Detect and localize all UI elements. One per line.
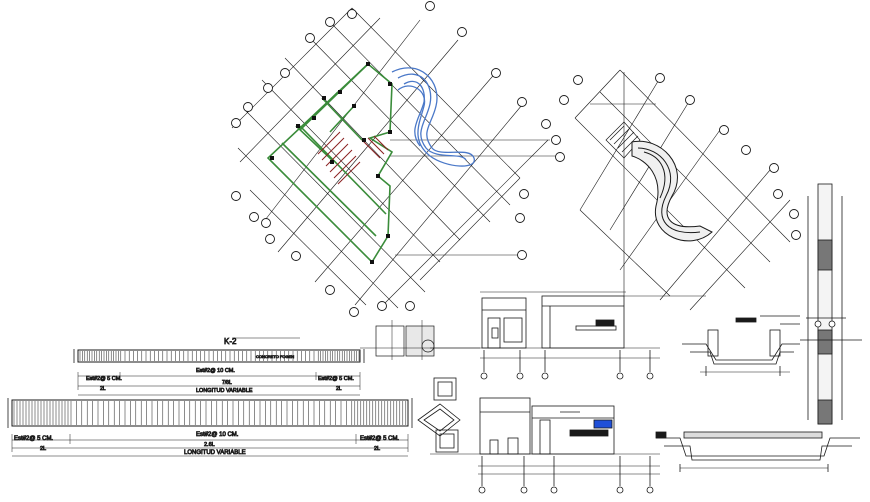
plan-left-grid <box>231 7 556 309</box>
beam-long-right-stirrup: Est#2@ 5 CM. <box>360 436 399 442</box>
beam-short-left-stirrup: Est#2@ 5 CM. <box>86 376 122 382</box>
plan-left-grid-bubbles <box>231 1 565 317</box>
plan-left-columns <box>270 62 392 264</box>
beam-short-center-stirrup: Est#2@ 10 CM. <box>196 368 235 374</box>
floor-plan-left <box>231 1 565 317</box>
beam-short-title: K-2 <box>224 337 237 346</box>
plan-right-grid-bubbles <box>559 73 801 240</box>
beam-detail-short <box>73 337 365 396</box>
beam-long-right-dim: 2L <box>374 446 380 452</box>
beam-detail-long <box>7 398 413 457</box>
foundation-section-top <box>682 315 800 376</box>
wall-section-vertical <box>800 183 862 425</box>
beam-long-center-stirrup: Est#2@ 10 CM. <box>196 432 239 438</box>
section-top <box>430 291 660 380</box>
beam-long-stirrups <box>13 401 407 425</box>
plan-left-stairs <box>317 131 389 185</box>
plan-left-pool <box>391 67 475 167</box>
plan-right-grid <box>574 69 791 311</box>
beam-short-center-dim: 7/8L <box>222 380 232 386</box>
plan-left-structure-green <box>266 62 394 264</box>
foundation-section-bottom <box>655 431 860 472</box>
section-bottom <box>430 397 660 494</box>
beam-short-length-label: LONGITUD VARIABLE <box>196 388 253 394</box>
beam-long-body <box>11 399 409 427</box>
beam-long-length-label: LONGITUD VARIABLE <box>184 450 246 456</box>
footing-plans <box>417 377 461 453</box>
beam-short-right-stirrup: Est#2@ 5 CM. <box>318 376 354 382</box>
beam-short-center-tag: CONCRETO FOGEN <box>256 354 294 359</box>
beam-long-center-dim: 2.6L <box>204 442 215 448</box>
beam-short-right-dim: 2L <box>336 386 342 392</box>
floor-plan-right <box>559 69 801 311</box>
beam-long-left-stirrup: Est#2@ 5 CM. <box>14 436 53 442</box>
column-sections <box>360 320 480 360</box>
plan-right-hatched-corner <box>605 121 641 159</box>
beam-short-left-dim: 2L <box>100 386 106 392</box>
plan-right-serpentine-path <box>631 140 713 242</box>
beam-long-left-dim: 2L <box>40 446 46 452</box>
beam-short-stirrups <box>79 351 360 361</box>
beam-short-body <box>77 349 361 363</box>
